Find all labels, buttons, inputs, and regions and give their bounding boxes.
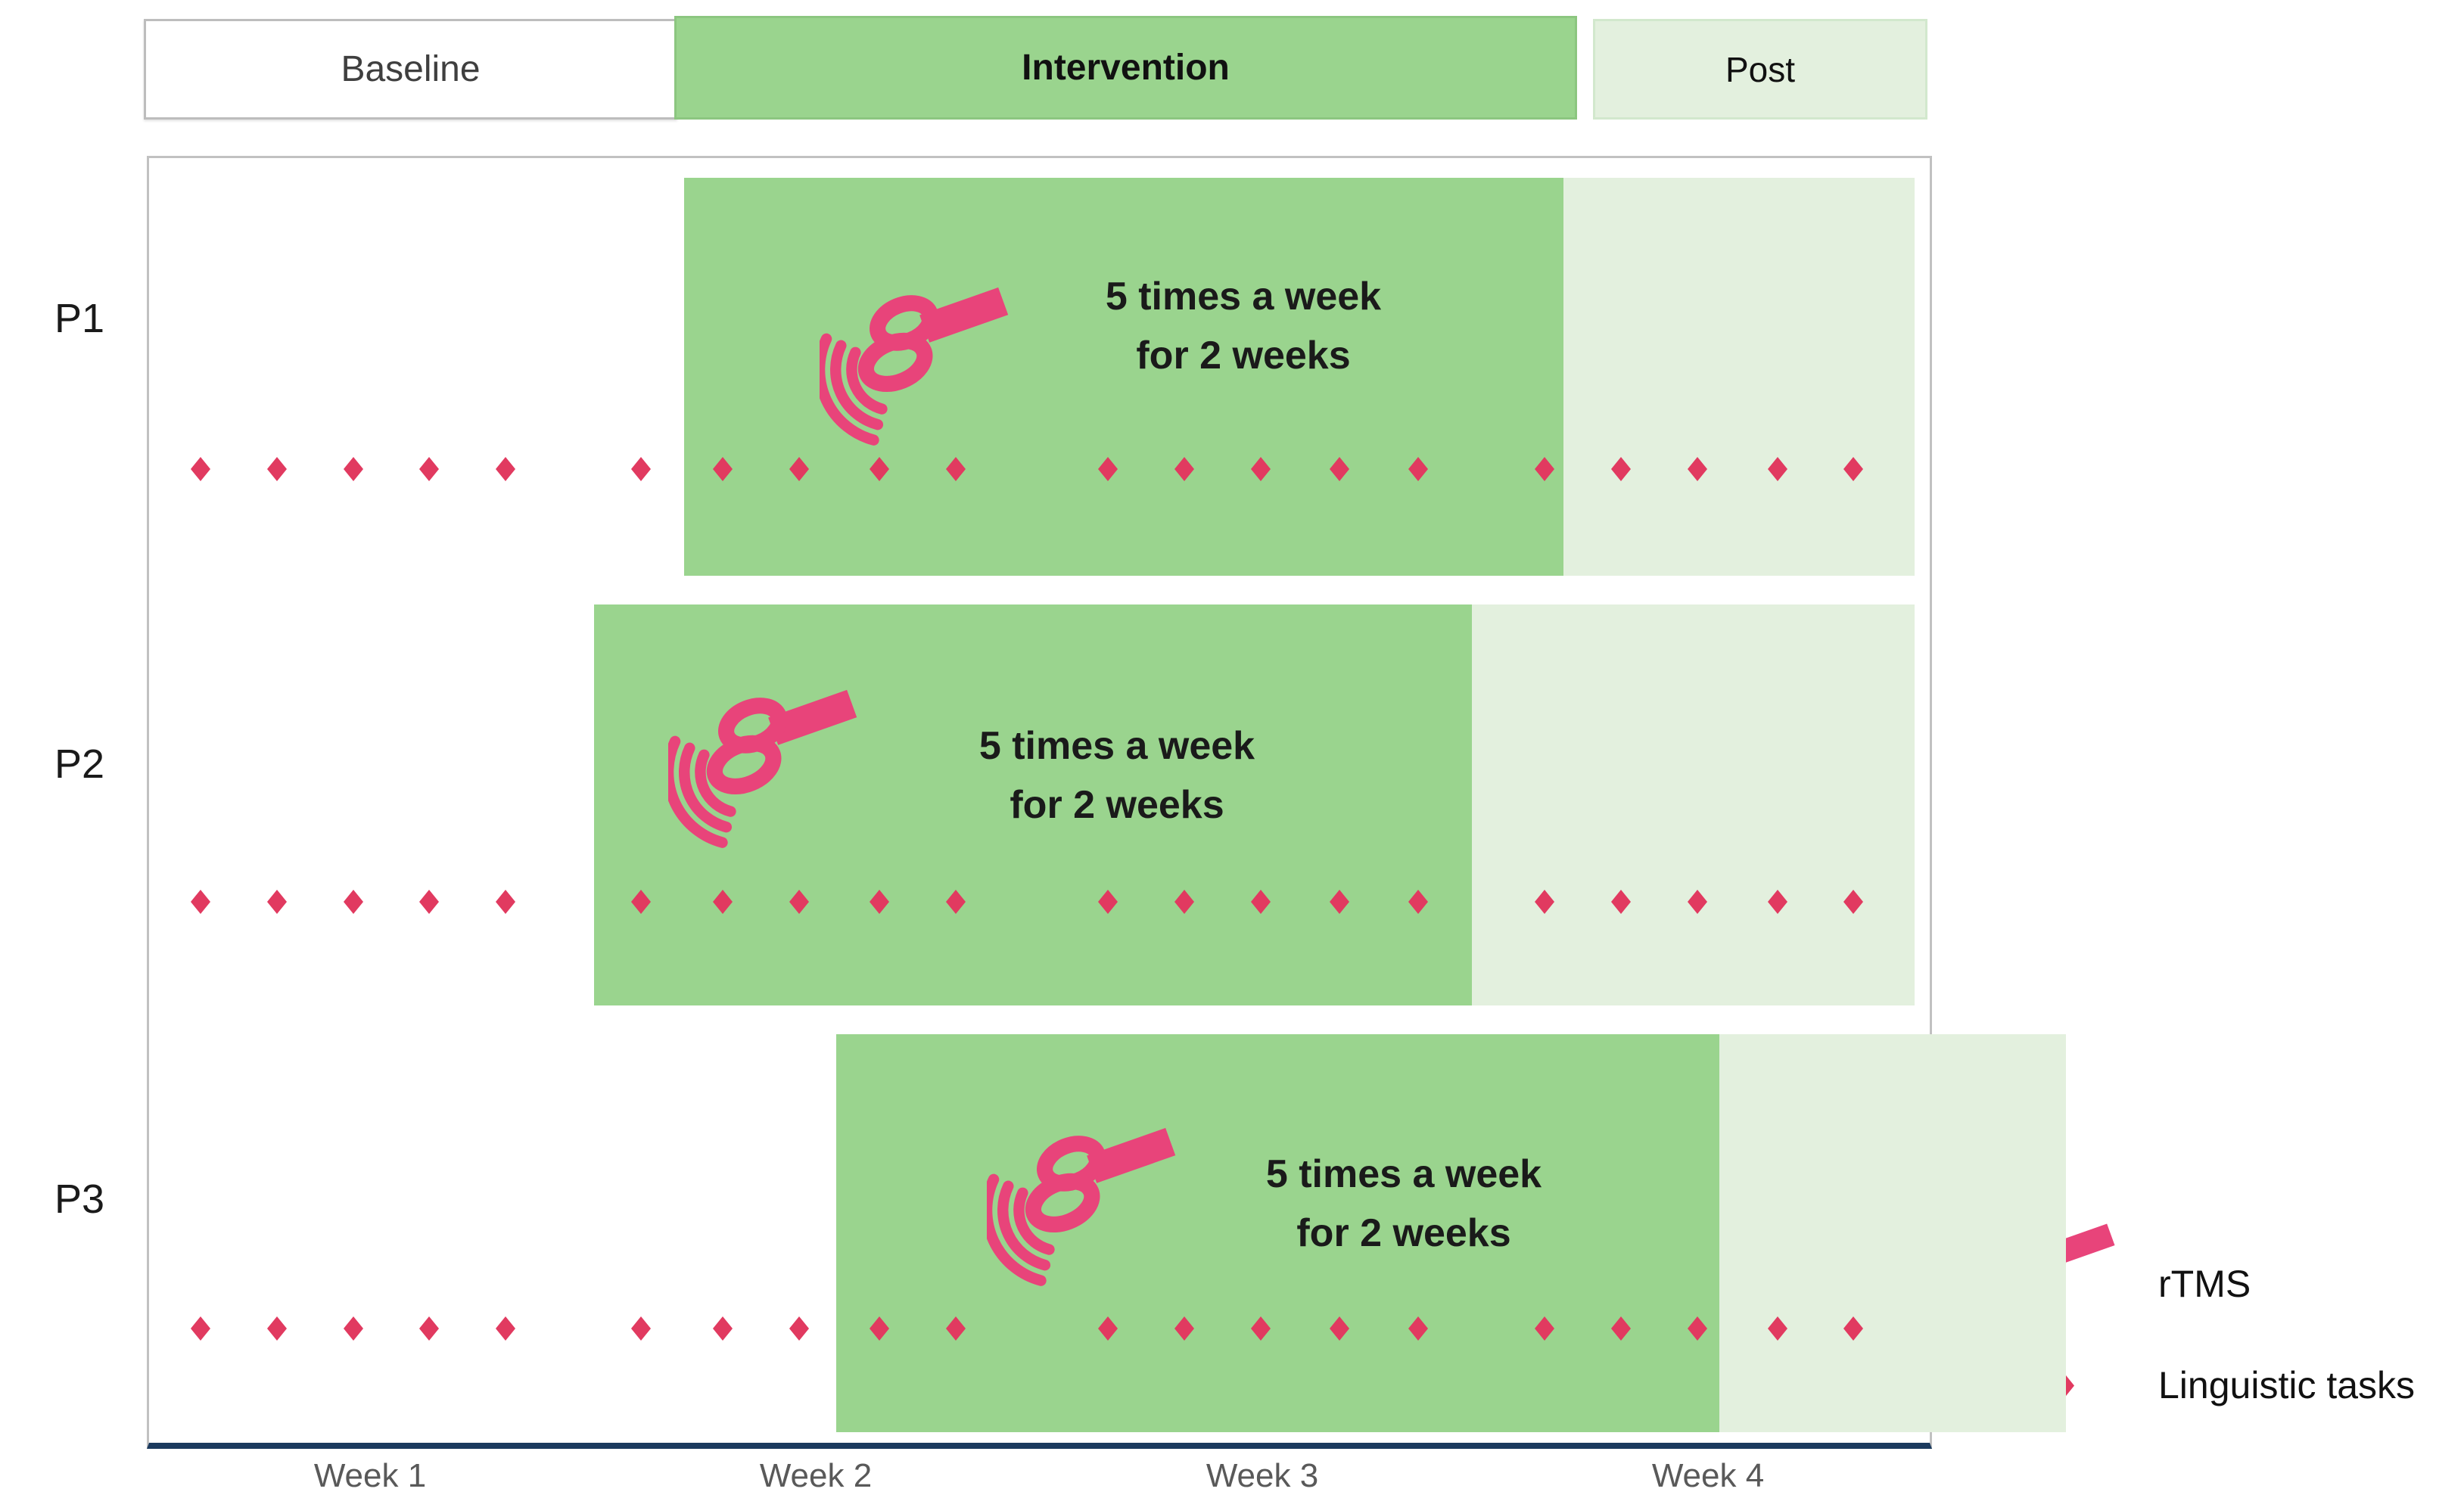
linguistic-task-marker: [344, 457, 363, 481]
linguistic-task-marker: [1174, 890, 1194, 914]
linguistic-task-marker: [1330, 1316, 1349, 1341]
participant-label-p1: P1: [54, 296, 105, 341]
linguistic-task-marker: [1535, 457, 1554, 481]
linguistic-task-marker: [1843, 1316, 1863, 1341]
linguistic-task-marker: [1768, 1316, 1787, 1341]
participant-label-p2: P2: [54, 741, 105, 787]
linguistic-task-marker: [1535, 1316, 1554, 1341]
linguistic-task-marker: [267, 1316, 287, 1341]
linguistic-task-marker: [1098, 457, 1118, 481]
week-axis-label-2: Week 2: [759, 1457, 873, 1494]
linguistic-task-marker: [1408, 890, 1428, 914]
note-line-1: 5 times a week: [978, 724, 1255, 768]
linguistic-task-marker: [1330, 457, 1349, 481]
note-line-1: 5 times a week: [1105, 275, 1382, 319]
linguistic-task-marker: [946, 890, 966, 914]
p1-post-block: [1563, 178, 1915, 576]
linguistic-task-marker: [713, 457, 733, 481]
linguistic-task-marker: [1098, 1316, 1118, 1341]
p2-intervention-note: 5 times a week for 2 weeks: [829, 716, 1405, 834]
p2-task-marker-row: [149, 890, 1930, 914]
phase-post-label: Post: [1725, 49, 1796, 89]
linguistic-task-marker: [631, 457, 651, 481]
linguistic-task-marker: [267, 457, 287, 481]
linguistic-task-marker: [1535, 890, 1554, 914]
linguistic-task-marker: [267, 890, 287, 914]
timeline-chart: 5 times a week for 2 weeks 5 times a wee…: [147, 156, 2066, 1449]
p1-intervention-note: 5 times a week for 2 weeks: [956, 267, 1531, 385]
linguistic-task-marker: [1768, 457, 1787, 481]
linguistic-task-marker: [631, 890, 651, 914]
note-line-2: for 2 weeks: [1136, 334, 1351, 378]
week-axis-label-3: Week 3: [1206, 1457, 1319, 1494]
p3-intervention-note: 5 times a week for 2 weeks: [1116, 1145, 1691, 1263]
linguistic-task-marker: [344, 890, 363, 914]
linguistic-task-marker: [631, 1316, 651, 1341]
linguistic-task-marker: [1768, 890, 1787, 914]
linguistic-task-marker: [1611, 457, 1631, 481]
linguistic-task-marker: [713, 890, 733, 914]
p1-task-marker-row: [149, 457, 1930, 481]
linguistic-task-marker: [1251, 890, 1271, 914]
linguistic-task-marker: [191, 1316, 210, 1341]
week-axis-label-1: Week 1: [313, 1457, 427, 1494]
linguistic-task-marker: [1688, 1316, 1707, 1341]
linguistic-task-marker: [789, 1316, 809, 1341]
note-line-2: for 2 weeks: [1010, 783, 1224, 827]
linguistic-task-marker: [1408, 1316, 1428, 1341]
note-line-1: 5 times a week: [1265, 1152, 1542, 1196]
linguistic-task-marker: [419, 890, 439, 914]
linguistic-task-marker: [789, 457, 809, 481]
linguistic-task-marker: [191, 457, 210, 481]
linguistic-task-marker: [1174, 457, 1194, 481]
linguistic-task-marker: [496, 457, 515, 481]
linguistic-task-marker: [1611, 890, 1631, 914]
p3-intervention-block: [836, 1034, 1719, 1432]
note-line-2: for 2 weeks: [1296, 1211, 1511, 1255]
linguistic-task-marker: [344, 1316, 363, 1341]
linguistic-task-marker: [1688, 890, 1707, 914]
phase-intervention-label: Intervention: [1022, 48, 1230, 88]
legend-rtms-label: rTMS: [2158, 1263, 2251, 1305]
linguistic-task-marker: [1611, 1316, 1631, 1341]
week-axis-label-4: Week 4: [1651, 1457, 1765, 1494]
linguistic-task-marker: [870, 890, 889, 914]
p2-intervention-block: [594, 604, 1472, 1005]
phase-baseline-box: Baseline: [144, 19, 677, 120]
linguistic-task-marker: [496, 890, 515, 914]
p2-post-block: [1472, 604, 1915, 1005]
linguistic-task-marker: [789, 890, 809, 914]
phase-intervention-box: Intervention: [674, 16, 1577, 120]
linguistic-task-marker: [419, 1316, 439, 1341]
p3-task-marker-row: [149, 1316, 1930, 1341]
linguistic-task-marker: [1843, 890, 1863, 914]
linguistic-task-marker: [191, 890, 210, 914]
linguistic-task-marker: [1098, 890, 1118, 914]
linguistic-task-marker: [419, 457, 439, 481]
linguistic-task-marker: [713, 1316, 733, 1341]
legend-linguistic-tasks-label: Linguistic tasks: [2158, 1364, 2416, 1406]
linguistic-task-marker: [1688, 457, 1707, 481]
linguistic-task-marker: [946, 1316, 966, 1341]
linguistic-task-marker: [870, 457, 889, 481]
linguistic-task-marker: [1843, 457, 1863, 481]
linguistic-task-marker: [1408, 457, 1428, 481]
linguistic-task-marker: [496, 1316, 515, 1341]
participant-label-p3: P3: [54, 1176, 105, 1222]
linguistic-task-marker: [1251, 457, 1271, 481]
phase-baseline-label: Baseline: [341, 49, 481, 89]
linguistic-task-marker: [1330, 890, 1349, 914]
linguistic-task-marker: [1251, 1316, 1271, 1341]
linguistic-task-marker: [870, 1316, 889, 1341]
linguistic-task-marker: [946, 457, 966, 481]
phase-post-box: Post: [1593, 19, 1927, 120]
linguistic-task-marker: [1174, 1316, 1194, 1341]
p3-post-block: [1719, 1034, 2066, 1432]
